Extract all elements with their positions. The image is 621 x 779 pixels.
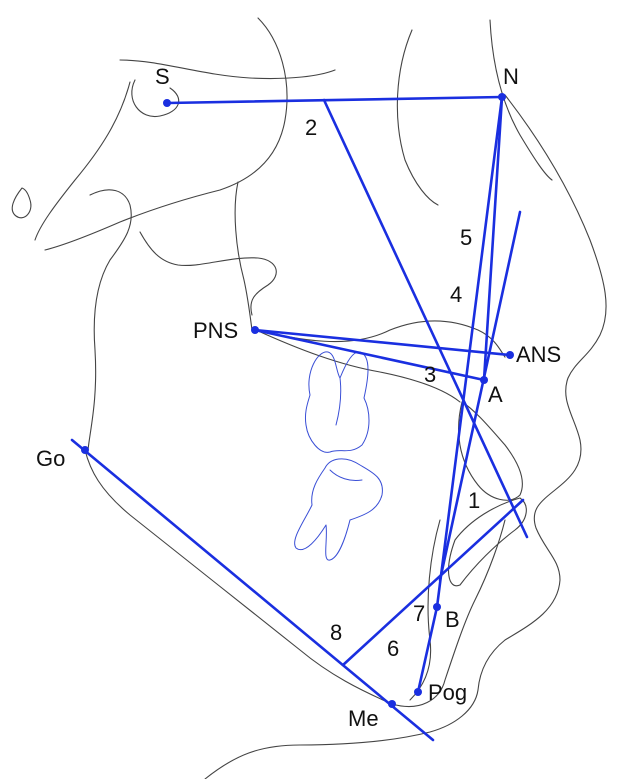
landmark-go-dot (81, 446, 89, 454)
lower-incisor-axis-line (341, 498, 525, 667)
angle-label-3: 3 (424, 362, 436, 387)
cranial-base-outline (44, 17, 288, 251)
label-pog: Pog (428, 680, 467, 705)
soft-tissue-profile (204, 94, 607, 779)
angle-labels: 1 2 3 4 5 6 7 8 (305, 115, 480, 661)
pterygomaxillary-fissure-outline (234, 181, 253, 331)
landmark-points (81, 93, 514, 708)
palatal-plane-lower-line (253, 328, 486, 382)
nasal-bone-outline (489, 19, 553, 181)
landmark-me-dot (388, 700, 396, 708)
landmark-pns-dot (251, 326, 259, 334)
landmark-ans-dot (506, 351, 514, 359)
label-go: Go (36, 446, 65, 471)
nb-extension-line (416, 605, 439, 694)
pterygoid-outline (139, 231, 277, 316)
mandibular-plane-line (70, 438, 435, 742)
landmark-n-dot (498, 93, 506, 101)
angle-label-1: 1 (468, 488, 480, 513)
orbit-outline (11, 187, 32, 219)
ramus-posterior-outline (87, 189, 132, 451)
angle-label-2: 2 (305, 115, 317, 140)
label-pns: PNS (193, 318, 238, 343)
y-axis-line (322, 98, 529, 539)
landmark-pog-dot (414, 688, 422, 696)
anatomy-outlines (11, 17, 607, 779)
angle-label-4: 4 (450, 282, 462, 307)
lower-molar-crown-line (329, 469, 363, 481)
landmark-b-dot (433, 603, 441, 611)
angle-label-8: 8 (330, 620, 342, 645)
upper-incisor-axis-line (438, 210, 522, 582)
landmark-s-dot (163, 99, 171, 107)
landmark-labels: S N PNS ANS A Go B Pog Me (36, 64, 561, 731)
label-n: N (503, 64, 519, 89)
label-b: B (445, 607, 460, 632)
mandible-outline (84, 449, 506, 708)
label-ans: ANS (516, 342, 561, 367)
label-a: A (488, 382, 503, 407)
angle-label-5: 5 (460, 225, 472, 250)
label-me: Me (348, 706, 379, 731)
frontal-bone-outline (396, 29, 439, 206)
upper-molar-outline (305, 351, 370, 453)
maxilla-lower-outline (255, 329, 461, 403)
landmark-a-dot (480, 376, 488, 384)
palatal-plane-upper-line (253, 328, 512, 357)
clivus-outline (34, 81, 131, 241)
label-s: S (155, 64, 170, 89)
sella-turcica-outline (119, 59, 336, 80)
upper-incisor-outline (458, 401, 523, 501)
lower-molar-outline (294, 458, 383, 561)
angle-label-7: 7 (413, 601, 425, 626)
lower-incisor-outline (448, 497, 527, 587)
cephalometric-lines (70, 95, 529, 742)
sella-fossa-outline (131, 79, 180, 118)
sn-line (165, 95, 504, 105)
upper-molar-root-line (335, 377, 342, 426)
na-line (482, 95, 504, 382)
angle-label-6: 6 (387, 636, 399, 661)
molar-teeth (294, 351, 383, 561)
